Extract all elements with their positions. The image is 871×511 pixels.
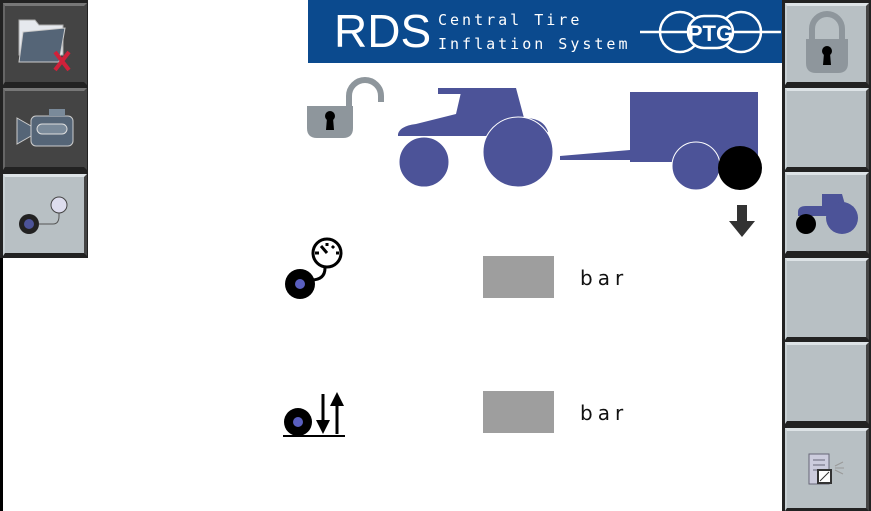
tractor-icon	[795, 194, 858, 234]
lock-icon	[805, 11, 848, 73]
tractor-button[interactable]	[785, 172, 869, 254]
trailer-body	[630, 92, 758, 162]
vehicle-diagram	[398, 88, 762, 191]
pressure-value-field[interactable]	[483, 256, 554, 298]
empty-button-5[interactable]	[785, 342, 869, 424]
subtitle-line1: Central Tire	[438, 11, 583, 29]
camera-icon	[16, 109, 73, 147]
settings-button[interactable]	[785, 428, 869, 511]
empty-button-2[interactable]	[785, 88, 869, 170]
unlock-icon[interactable]	[305, 76, 387, 142]
height-unit: bar	[580, 401, 629, 425]
trailer-drawbar	[560, 150, 630, 160]
tire-pressure-button[interactable]	[3, 174, 87, 256]
tire-pressure-icon	[285, 237, 343, 299]
down-arrow-icon	[729, 205, 755, 237]
empty-button-4[interactable]	[785, 258, 869, 340]
lock-button[interactable]	[785, 3, 869, 85]
trailer-front-wheel[interactable]	[671, 141, 721, 191]
tractor-front-wheel[interactable]	[398, 136, 450, 188]
tractor-rear-wheel[interactable]	[482, 116, 554, 188]
height-value-field[interactable]	[483, 391, 554, 433]
header-banner: RDS Central Tire Inflation System PTG	[308, 0, 782, 63]
pressure-unit: bar	[580, 266, 629, 290]
subtitle-line2: Inflation System	[438, 35, 631, 53]
settings-document-icon	[808, 453, 844, 484]
right-toolbar	[782, 0, 871, 511]
ptg-logo: PTG	[640, 10, 781, 54]
screen	[3, 0, 871, 511]
svg-text:PTG: PTG	[688, 21, 733, 46]
trailer-rear-wheel-selected[interactable]	[718, 146, 762, 190]
delete-folder-button[interactable]	[3, 3, 87, 85]
folder-delete-icon	[17, 19, 71, 72]
tire-pressure-gauge-icon	[18, 196, 67, 234]
camera-button[interactable]	[3, 88, 87, 170]
tire-height-icon	[283, 392, 345, 437]
left-toolbar	[0, 0, 88, 258]
brand-title: RDS	[334, 5, 432, 57]
